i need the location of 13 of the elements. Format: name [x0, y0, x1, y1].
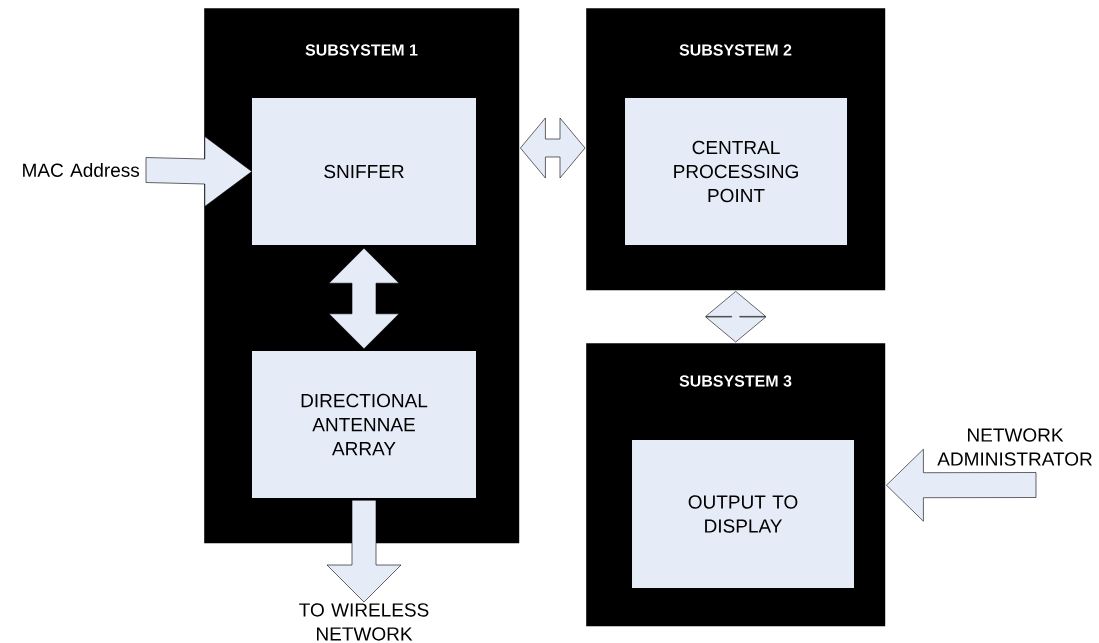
process-box: SNIFFER	[252, 98, 476, 245]
block-arrow	[145, 136, 253, 207]
process-box: DIRECTIONAL ANTENNAE ARRAY	[252, 351, 476, 498]
double-block-arrow	[328, 247, 400, 350]
block-arrow	[886, 448, 1037, 522]
text-label: TO WIRELESS NETWORK	[299, 603, 429, 641]
process-box: OUTPUT TO DISPLAY	[632, 440, 854, 588]
text-label: MAC Address	[23, 163, 140, 177]
double-block-arrow	[520, 117, 586, 179]
process-box: CENTRAL PROCESSING POINT	[625, 98, 847, 245]
double-block-arrow	[705, 291, 766, 343]
text-label: NETWORK ADMINISTRATOR	[937, 428, 1092, 466]
block-arrow	[326, 499, 402, 603]
